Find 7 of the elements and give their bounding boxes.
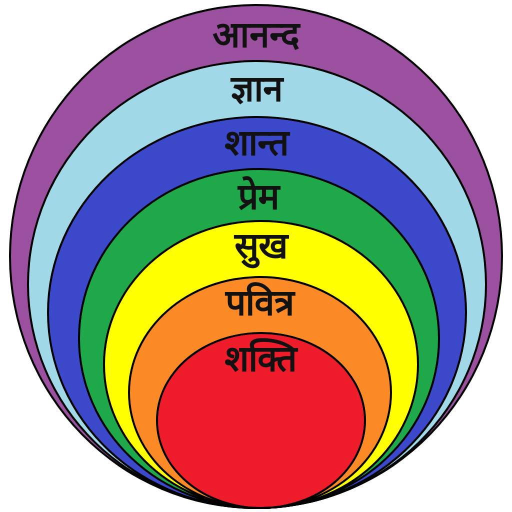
ring-label: शक्ति <box>224 340 298 380</box>
ring-label: पवित्र <box>226 284 294 324</box>
ring-label: प्रेम <box>238 178 280 218</box>
ring-label: आनन्द <box>212 16 300 56</box>
ring-label: शान्त <box>224 124 290 164</box>
ring-label: सुख <box>234 227 288 267</box>
ring-label: ज्ञान <box>231 70 283 110</box>
